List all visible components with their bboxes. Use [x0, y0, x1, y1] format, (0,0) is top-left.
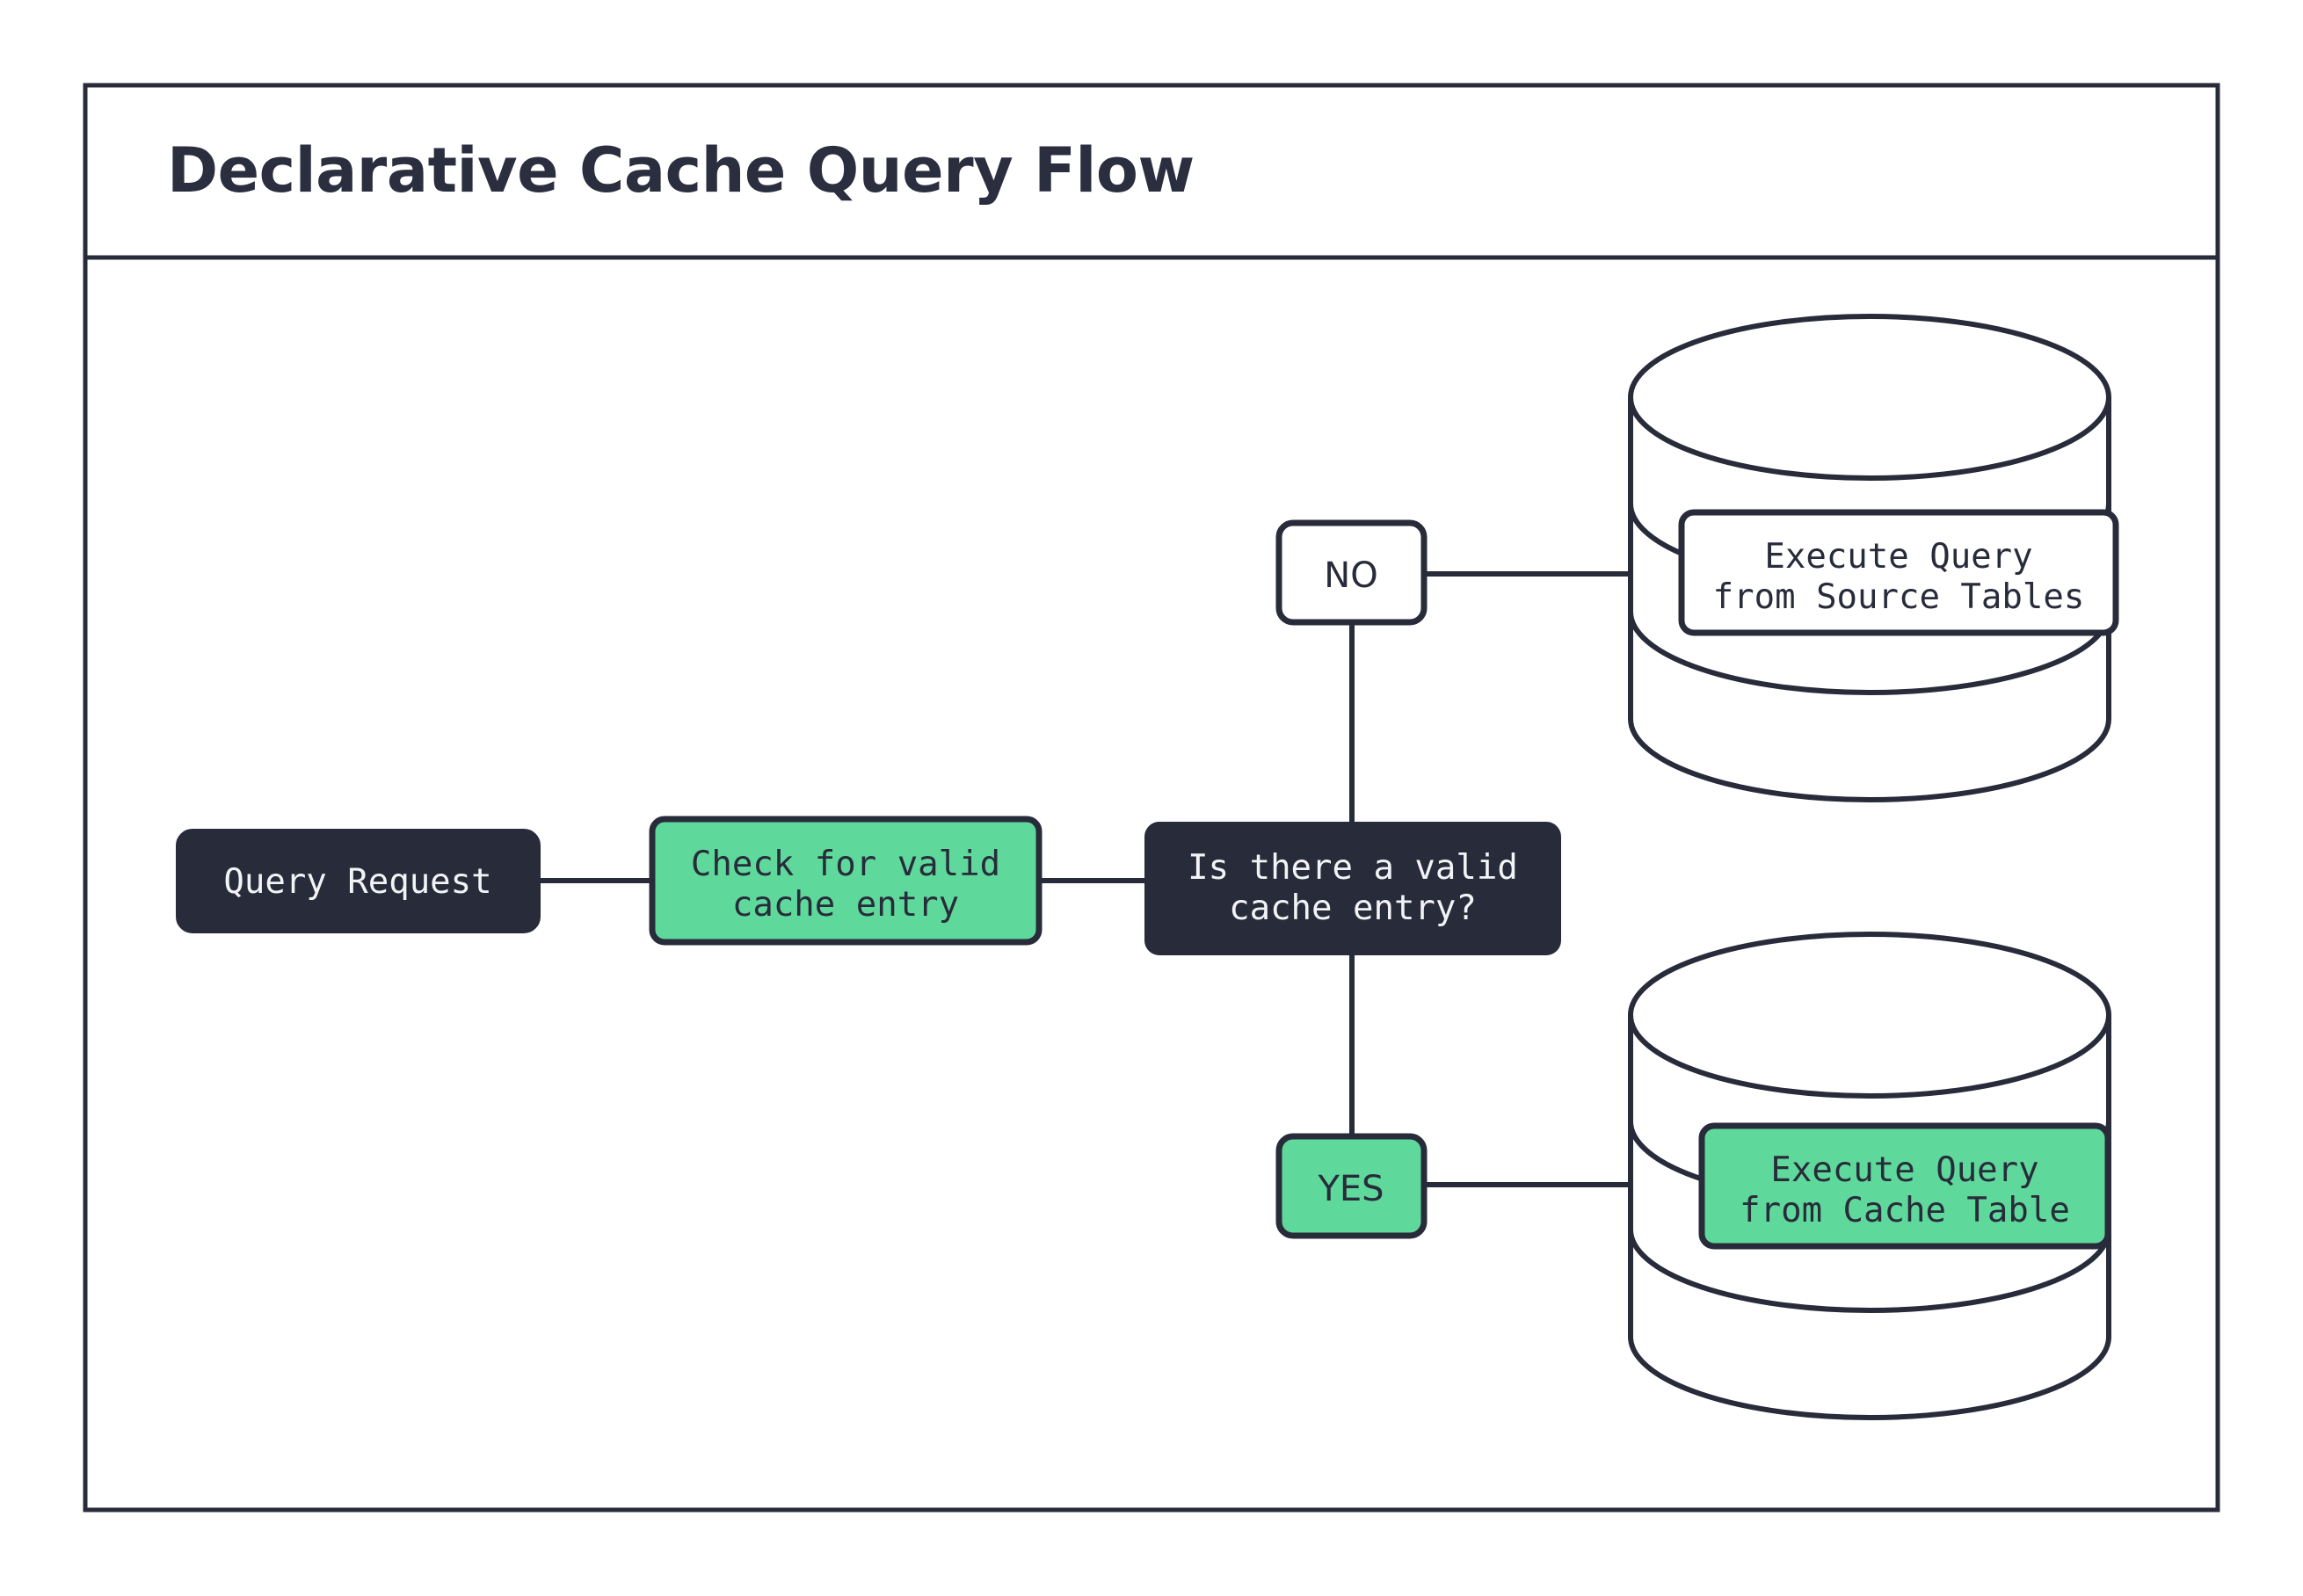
source-db-label[interactable]: Execute Query from Source Tables — [1678, 509, 2119, 636]
no-label: NO — [1324, 555, 1377, 596]
cache-db-disc-3 — [1628, 1229, 2111, 1313]
source-db-label-line1: Execute Query — [1764, 537, 2032, 577]
decision-label-line2: cache entry? — [1229, 889, 1477, 928]
node-query-request[interactable]: Query Request — [176, 829, 541, 933]
cache-db-label[interactable]: Execute Query from Cache Table — [1698, 1122, 2111, 1250]
no-box[interactable] — [1275, 519, 1428, 626]
diagram-frame — [83, 83, 2220, 1513]
query-request-label: Query Request — [223, 862, 491, 902]
check-cache-label-line2: cache entry — [732, 885, 959, 925]
source-db-label-box[interactable] — [1678, 509, 2119, 636]
source-db-disc-1 — [1628, 396, 2111, 481]
decision-label-line1: Is there a valid — [1188, 848, 1518, 888]
yes-box[interactable] — [1275, 1133, 1428, 1239]
source-db-label-line2: from Source Tables — [1713, 577, 2085, 617]
branch-label-no[interactable]: NO — [1275, 519, 1428, 626]
cache-db-label-line1: Execute Query — [1770, 1150, 2038, 1190]
check-cache-label-line1: Check for valid — [691, 845, 1000, 884]
branch-label-yes[interactable]: YES — [1275, 1133, 1428, 1239]
query-request-box[interactable] — [176, 829, 541, 933]
check-cache-box[interactable] — [649, 816, 1043, 946]
cache-db-disc-1 — [1628, 1014, 2111, 1099]
cache-db-label-line2: from Cache Table — [1740, 1191, 2070, 1230]
source-db-disc-3 — [1628, 611, 2111, 695]
yes-label: YES — [1317, 1169, 1384, 1209]
node-decision-valid-cache[interactable]: Is there a valid cache entry? — [1144, 822, 1561, 955]
page-title: Declarative Cache Query Flow — [167, 134, 1195, 207]
decision-box[interactable] — [1144, 822, 1561, 955]
cache-db-label-box[interactable] — [1698, 1122, 2111, 1250]
node-check-cache[interactable]: Check for valid cache entry — [649, 816, 1043, 946]
